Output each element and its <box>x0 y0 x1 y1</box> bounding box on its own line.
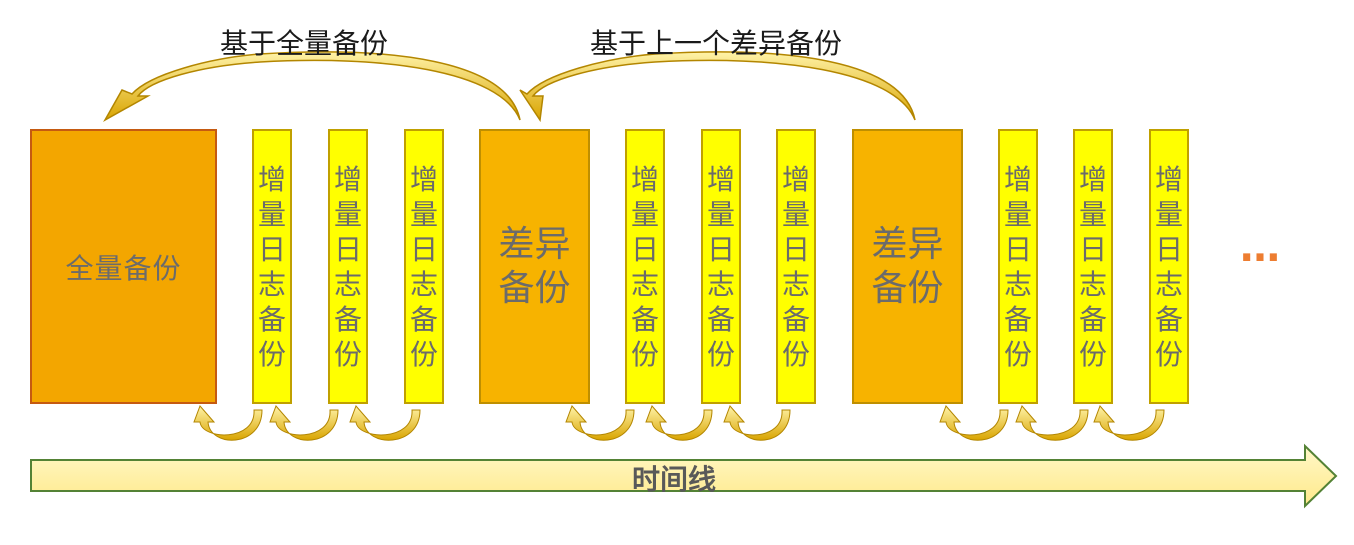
small-curved-arrow <box>193 405 263 441</box>
small-curved-arrow <box>565 405 635 441</box>
continuation-ellipsis: … <box>1240 225 1284 271</box>
curved-arrow-to-full <box>103 51 521 122</box>
full-backup-box: 全量备份 <box>30 129 217 404</box>
incremental-backup-label: 增量日志备份 <box>706 162 735 371</box>
label-based-on-diff: 基于上一个差异备份 <box>590 27 843 60</box>
small-curved-arrow <box>939 405 1009 441</box>
small-curved-arrow <box>1093 405 1165 441</box>
small-curved-arrow <box>1015 405 1089 441</box>
differential-backup-label: 差异备份 <box>498 223 571 309</box>
incremental-backup-label: 增量日志备份 <box>257 162 286 371</box>
small-curved-arrow <box>723 405 791 441</box>
incremental-backup-label: 增量日志备份 <box>630 162 659 371</box>
incremental-backup-box: 增量日志备份 <box>252 129 292 404</box>
small-curved-arrow <box>645 405 713 441</box>
differential-backup-box: 差异备份 <box>852 129 963 404</box>
curved-arrow-to-diff <box>519 51 916 123</box>
differential-backup-label: 差异备份 <box>871 223 944 309</box>
incremental-backup-box: 增量日志备份 <box>701 129 741 404</box>
incremental-backup-box: 增量日志备份 <box>328 129 368 404</box>
label-based-on-full: 基于全量备份 <box>220 27 389 60</box>
incremental-backup-label: 增量日志备份 <box>1003 162 1032 371</box>
small-curved-arrow <box>269 405 339 441</box>
incremental-backup-box: 增量日志备份 <box>404 129 444 404</box>
incremental-backup-label: 增量日志备份 <box>1154 162 1183 371</box>
incremental-backup-box: 增量日志备份 <box>1149 129 1189 404</box>
differential-backup-box: 差异备份 <box>479 129 590 404</box>
incremental-backup-box: 增量日志备份 <box>776 129 816 404</box>
incremental-backup-box: 增量日志备份 <box>998 129 1038 404</box>
incremental-backup-box: 增量日志备份 <box>1073 129 1113 404</box>
incremental-backup-label: 增量日志备份 <box>333 162 362 371</box>
timeline-label: 时间线 <box>632 463 717 496</box>
timeline-arrow <box>30 443 1338 509</box>
full-backup-label: 全量备份 <box>65 251 182 285</box>
incremental-backup-label: 增量日志备份 <box>409 162 438 371</box>
incremental-backup-box: 增量日志备份 <box>625 129 665 404</box>
incremental-backup-label: 增量日志备份 <box>1078 162 1107 371</box>
small-curved-arrow <box>349 405 421 441</box>
incremental-backup-label: 增量日志备份 <box>781 162 810 371</box>
